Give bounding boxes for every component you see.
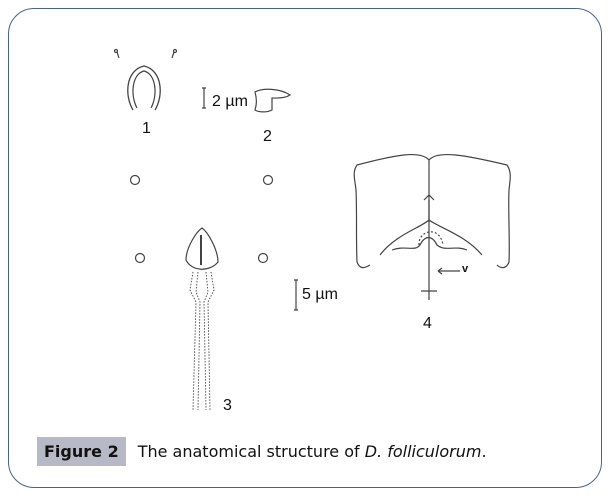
caption-text: The anatomical structure of D. folliculo… bbox=[138, 442, 487, 461]
caption-species: D. folliculorum bbox=[364, 442, 482, 461]
figure-tag: Figure 2 bbox=[37, 437, 126, 466]
arrow-label-v: v bbox=[462, 263, 469, 275]
caption-body: The anatomical structure of bbox=[137, 442, 365, 461]
caption-end: . bbox=[481, 442, 487, 461]
drawing-1-horseshoe bbox=[113, 48, 178, 111]
panel-label-2: 2 bbox=[263, 128, 272, 145]
scale-label-5um: 5 µm bbox=[302, 286, 338, 303]
scale-bar-5um bbox=[294, 279, 298, 311]
scale-bar-2um bbox=[202, 87, 206, 109]
panel-label-1: 1 bbox=[142, 120, 151, 137]
drawing-3 bbox=[185, 227, 219, 411]
panel-label-4: 4 bbox=[423, 315, 432, 332]
figure-frame bbox=[8, 8, 602, 488]
panel-label-3: 3 bbox=[223, 397, 232, 414]
drawing-2 bbox=[254, 88, 292, 113]
drawing-4 bbox=[353, 153, 511, 300]
figure-caption: Figure 2 The anatomical structure of D. … bbox=[37, 437, 487, 466]
scale-label-2um: 2 µm bbox=[212, 93, 248, 110]
